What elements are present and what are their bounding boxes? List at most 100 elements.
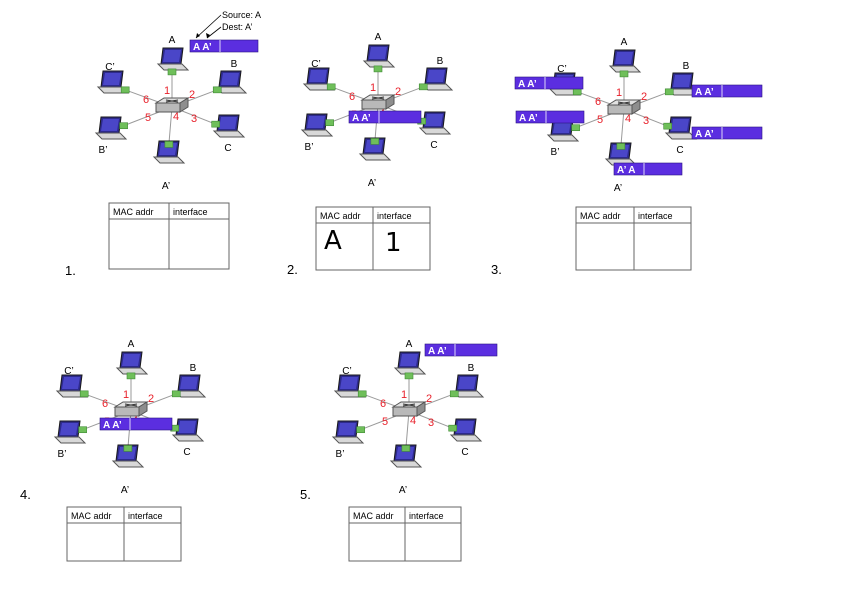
plug-icon xyxy=(571,124,580,132)
host-label-b2: B’ xyxy=(336,449,345,460)
port-label: 2 xyxy=(426,393,432,405)
table-header-interface: interface xyxy=(377,211,412,221)
step-number: 4. xyxy=(20,487,31,502)
host-label-b: B xyxy=(231,59,238,70)
dest-note: Dest: A’ xyxy=(222,22,252,32)
host-label-b: B xyxy=(683,61,690,72)
frame-label: A A’ xyxy=(103,420,122,431)
frame-packet xyxy=(348,110,422,124)
host-label-c: C xyxy=(430,140,437,151)
port-label: 2 xyxy=(641,91,647,103)
host-label-b2: B’ xyxy=(551,147,560,158)
table-header-interface: interface xyxy=(638,211,673,221)
host-label-a2: A’ xyxy=(368,178,376,189)
frame-label: A A’ xyxy=(695,87,714,98)
frame-label: A A’ xyxy=(519,113,538,124)
plug-icon xyxy=(373,65,383,73)
table-header-interface: interface xyxy=(128,511,163,521)
plug-icon xyxy=(370,138,380,145)
plug-icon xyxy=(120,86,130,94)
port-label: 2 xyxy=(395,86,401,98)
port-label: 6 xyxy=(380,398,386,410)
plug-icon xyxy=(418,83,428,91)
host-label-b2: B’ xyxy=(305,142,314,153)
step-number: 3. xyxy=(491,262,502,277)
plug-icon xyxy=(325,119,334,127)
plug-icon xyxy=(212,86,222,94)
port-label: 1 xyxy=(164,85,170,97)
host-label-a2: A’ xyxy=(162,181,170,192)
table-header-mac: MAC addr xyxy=(353,511,394,521)
plug-icon xyxy=(119,122,128,130)
step-number: 2. xyxy=(287,262,298,277)
table-header-mac: MAC addr xyxy=(580,211,621,221)
plug-icon xyxy=(401,445,411,452)
arrowhead-icon xyxy=(206,33,210,38)
host-label-b2: B’ xyxy=(99,145,108,156)
host-label-a2: A’ xyxy=(614,183,622,194)
port-label: 6 xyxy=(595,96,601,108)
frame-packet xyxy=(189,39,259,53)
plug-icon xyxy=(164,141,174,148)
plug-icon xyxy=(449,390,459,398)
mac-table: MAC addr interface xyxy=(108,202,230,270)
frame-label: A A’ xyxy=(695,129,714,140)
laptop-icon xyxy=(363,44,395,68)
plug-icon xyxy=(448,424,457,432)
laptop-icon xyxy=(116,351,148,375)
table-cell-interface: 1 xyxy=(385,228,402,258)
table-header-mac: MAC addr xyxy=(113,207,154,217)
plug-icon xyxy=(619,70,629,78)
port-label: 1 xyxy=(616,87,622,99)
host-label-a: A xyxy=(406,339,413,350)
port-label: 6 xyxy=(143,94,149,106)
host-label-a2: A’ xyxy=(399,485,407,496)
plug-icon xyxy=(572,88,582,96)
frame-label: A A’ xyxy=(428,346,447,357)
frame-packet xyxy=(514,76,584,90)
port-label: 3 xyxy=(643,115,649,127)
source-note: Source: A xyxy=(222,10,261,20)
port-label: 4 xyxy=(173,111,179,123)
link-a2 xyxy=(405,410,410,449)
plug-icon xyxy=(356,426,365,434)
port-label: 6 xyxy=(102,398,108,410)
plug-icon xyxy=(404,372,414,380)
frame-label: A A’ xyxy=(352,113,371,124)
port-label: 5 xyxy=(382,416,388,428)
port-label: 3 xyxy=(428,417,434,429)
host-label-c2: C’ xyxy=(105,62,114,73)
link-a2 xyxy=(168,106,173,145)
mac-table: MAC addr interface xyxy=(66,506,182,562)
laptop-icon xyxy=(394,351,426,375)
mac-table: MAC addr interface xyxy=(575,206,692,271)
port-label: 2 xyxy=(189,89,195,101)
plug-icon xyxy=(326,83,336,91)
mac-table: MAC addr interface xyxy=(348,506,462,562)
laptop-icon xyxy=(609,49,641,73)
frame-label: A A’ xyxy=(518,79,537,90)
switch-icon xyxy=(114,401,148,417)
table-header-mac: MAC addr xyxy=(71,511,112,521)
port-label: 5 xyxy=(145,112,151,124)
plug-icon xyxy=(167,68,177,76)
plug-icon xyxy=(211,120,220,128)
frame-label: A A’ xyxy=(193,42,212,53)
frame-packet xyxy=(613,162,683,176)
table-header-interface: interface xyxy=(173,207,208,217)
frame-packet xyxy=(691,84,763,98)
port-label: 3 xyxy=(191,113,197,125)
port-label: 1 xyxy=(123,389,129,401)
host-label-c2: C’ xyxy=(342,366,351,377)
plug-icon xyxy=(357,390,367,398)
host-label-c2: C’ xyxy=(311,59,320,70)
host-label-b: B xyxy=(437,56,444,67)
table-header-interface: interface xyxy=(409,511,444,521)
port-label: 1 xyxy=(370,82,376,94)
plug-icon xyxy=(664,88,674,96)
arrow-source xyxy=(195,14,222,39)
port-label: 6 xyxy=(349,91,355,103)
